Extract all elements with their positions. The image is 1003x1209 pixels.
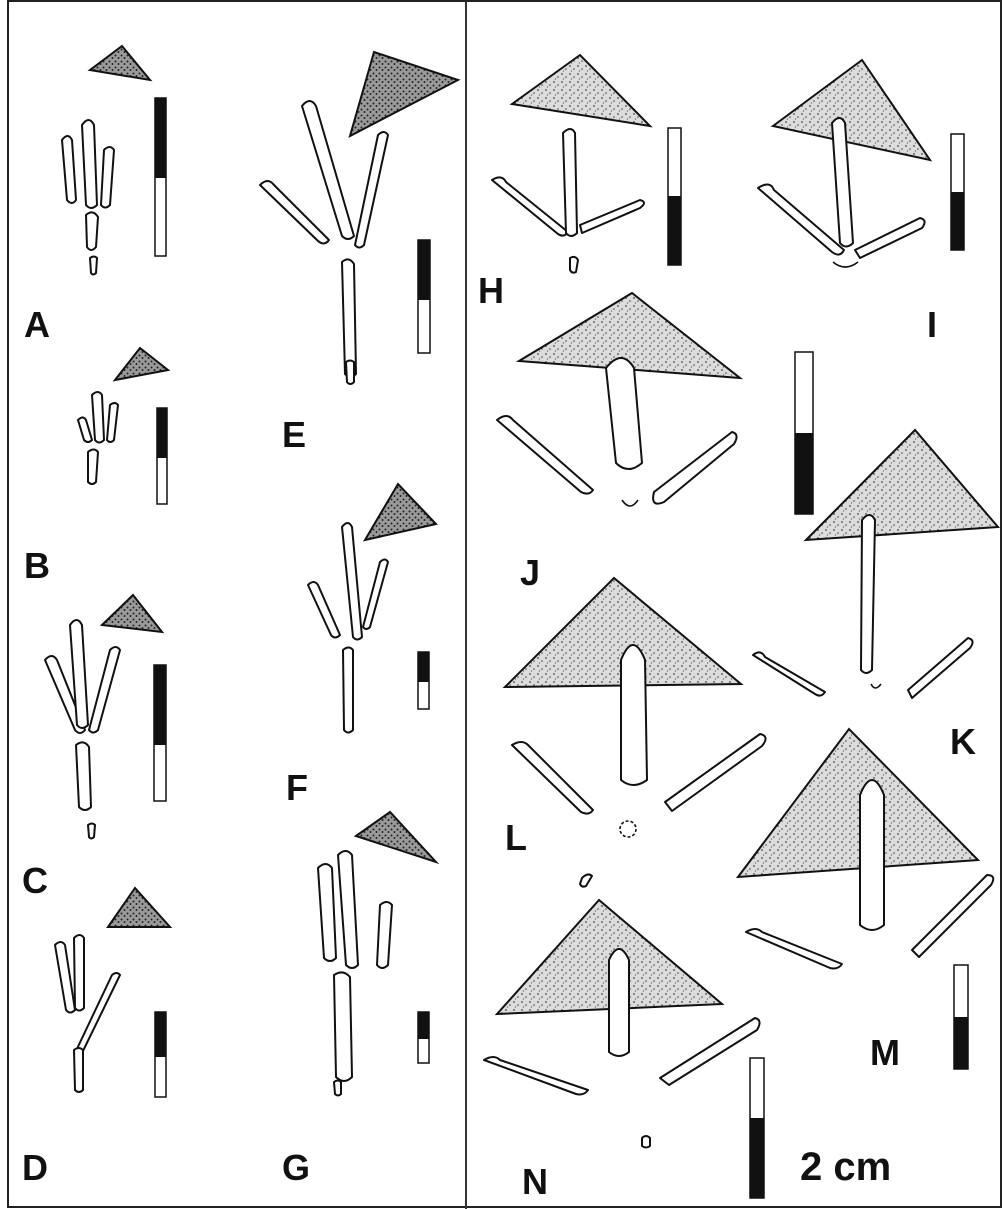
panel-g-drawing: [318, 812, 436, 1096]
panel-d-drawing: [55, 888, 170, 1097]
panel-label-g: G: [282, 1147, 310, 1188]
panel-label-a: A: [24, 304, 50, 345]
panel-k-drawing: [753, 430, 998, 698]
panel-c-drawing: [45, 595, 166, 839]
panel-l-drawing: [505, 578, 766, 887]
panel-a-drawing: [62, 46, 166, 275]
panel-j-drawing: [497, 293, 813, 514]
panel-f-drawing: [308, 484, 436, 733]
panel-m-drawing: [738, 729, 993, 1069]
panel-h-drawing: [492, 55, 681, 273]
panel-label-c: C: [22, 860, 48, 901]
scale-label: 2 cm: [800, 1145, 891, 1189]
panel-label-i: I: [927, 304, 937, 345]
panel-n-drawing: [484, 900, 764, 1198]
panel-label-d: D: [22, 1147, 48, 1188]
panel-label-k: K: [950, 721, 976, 762]
panel-b-drawing: [78, 348, 168, 504]
panel-label-e: E: [282, 414, 306, 455]
panel-label-j: J: [520, 552, 540, 593]
panel-label-m: M: [870, 1032, 900, 1073]
panel-e-drawing: [260, 52, 458, 384]
panel-i-drawing: [758, 60, 964, 267]
panel-label-h: H: [478, 270, 504, 311]
panel-label-n: N: [522, 1161, 548, 1202]
panel-label-f: F: [286, 767, 308, 808]
panel-label-l: L: [505, 817, 527, 858]
panel-label-b: B: [24, 545, 50, 586]
